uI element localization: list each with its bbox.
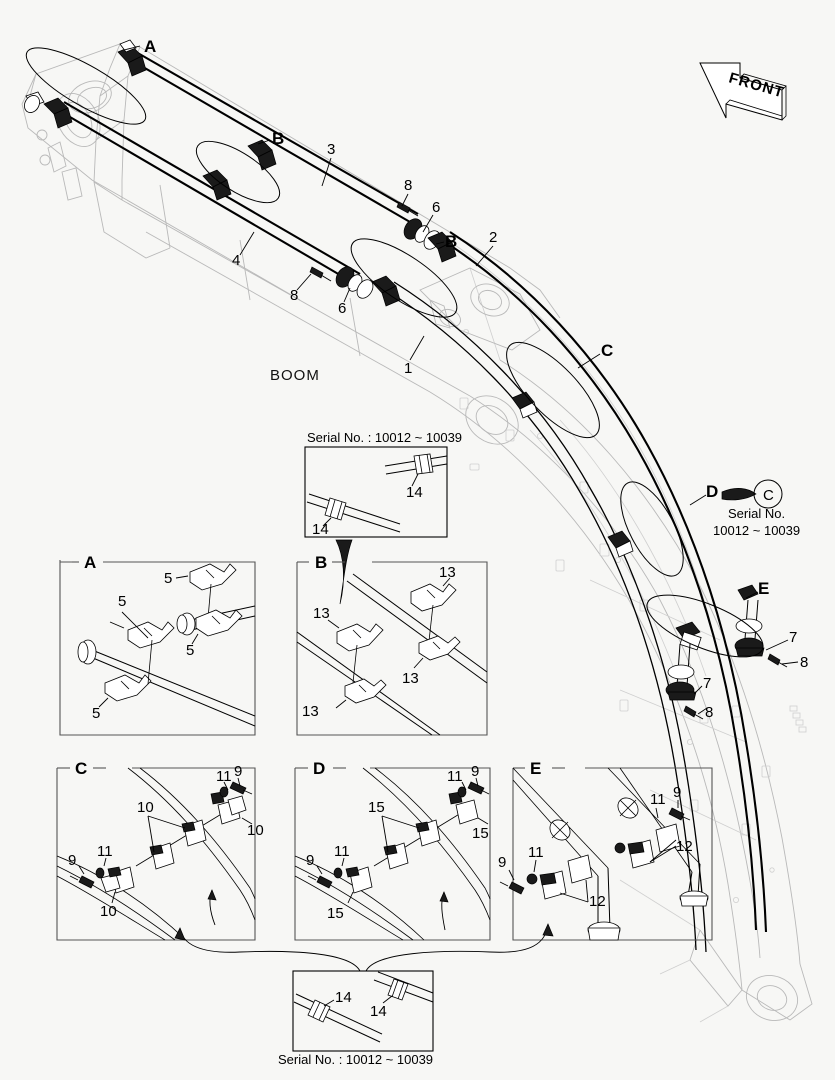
item-number-4: 4 — [232, 252, 240, 269]
callout-label-a: A — [144, 37, 156, 56]
main-callout-labels: A B B C D E — [123, 37, 769, 599]
item-number-7-left: 7 — [703, 675, 711, 692]
main-item-numbers: 3 8 6 2 4 8 6 1 7 8 7 8 — [232, 141, 808, 721]
detail-panel-d-label: D — [313, 759, 325, 778]
detail-b-item-13c: 13 — [313, 605, 330, 622]
serial-callout-line2: 10012 ~ 10039 — [713, 523, 800, 538]
detail-e-item-11a: 11 — [528, 844, 544, 861]
detail-d-item-9a: 9 — [471, 763, 479, 780]
detail-d-item-15b: 15 — [368, 799, 385, 816]
callout-ellipses — [25, 47, 764, 658]
detail-panel-c: C 11 9 10 — [56, 759, 264, 941]
detail-d-item-11b: 11 — [334, 843, 350, 860]
detail-d-item-11a: 11 — [447, 768, 463, 785]
serial-box-top-item-14b: 14 — [312, 521, 329, 538]
serial-box-bottom: 14 14 Serial No. : 10012 ~ 10039 — [278, 970, 434, 1067]
detail-a-item-5d: 5 — [186, 642, 194, 659]
detail-d-item-15c: 15 — [327, 905, 344, 922]
serial-box-top: Serial No. : 10012 ~ 10039 14 14 — [304, 430, 462, 538]
detail-panel-c-label: C — [75, 759, 87, 778]
detail-e-item-9a: 9 — [498, 854, 506, 871]
item-number-8-left: 8 — [705, 704, 713, 721]
item-number-2: 2 — [489, 229, 497, 246]
serial-box-top-pointer — [335, 539, 353, 605]
item-number-8-right: 8 — [800, 654, 808, 671]
detail-c-item-10a: 10 — [247, 822, 264, 839]
detail-c-item-11b: 11 — [97, 843, 113, 860]
serial-callout-line1: Serial No. — [728, 506, 785, 521]
detail-c-item-10b: 10 — [137, 799, 154, 816]
detail-e-item-12a: 12 — [589, 893, 606, 910]
detail-c-item-9a: 9 — [234, 763, 242, 780]
detail-d-item-9b: 9 — [306, 852, 314, 869]
detail-panel-d: D 11 9 15 15 — [294, 759, 491, 941]
detail-c-item-9b: 9 — [68, 852, 76, 869]
callout-label-e: E — [758, 579, 769, 598]
detail-panel-b: B 13 13 13 — [296, 553, 488, 736]
detail-e-item-9b: 9 — [673, 784, 681, 801]
detail-c-item-10c: 10 — [100, 903, 117, 920]
detail-a-item-5c: 5 — [164, 570, 172, 587]
detail-d-item-15a: 15 — [472, 825, 489, 842]
item-number-7-right: 7 — [789, 629, 797, 646]
main-view-clamps — [24, 39, 788, 720]
detail-panel-e: E 11 9 12 — [498, 759, 713, 941]
serial-box-top-caption: Serial No. : 10012 ~ 10039 — [307, 430, 462, 445]
item-number-8-lower: 8 — [290, 287, 298, 304]
serial-box-bottom-item-14a: 14 — [370, 1003, 387, 1020]
item-number-6-upper: 6 — [432, 199, 440, 216]
callout-label-d: D — [706, 482, 718, 501]
serial-box-bottom-caption: Serial No. : 10012 ~ 10039 — [278, 1052, 433, 1067]
callout-label-b1: B — [272, 129, 284, 148]
item-number-6-lower: 6 — [338, 300, 346, 317]
detail-a-item-5b: 5 — [92, 705, 100, 722]
detail-e-item-12b: 12 — [676, 838, 693, 855]
detail-panel-a-label: A — [84, 553, 96, 572]
callout-label-b2: B — [445, 232, 457, 251]
item-number-8-upper: 8 — [404, 177, 412, 194]
serial-box-top-item-14a: 14 — [406, 484, 423, 501]
detail-b-item-13d: 13 — [302, 703, 319, 720]
detail-e-item-11b: 11 — [650, 791, 666, 808]
item-number-3: 3 — [327, 141, 335, 158]
callout-label-c: C — [601, 341, 613, 360]
serial-callout-circle-label: C — [763, 487, 774, 504]
detail-b-item-13b: 13 — [402, 670, 419, 687]
serial-box-bottom-connectors — [174, 923, 554, 972]
serial-callout-right: C Serial No. 10012 ~ 10039 — [713, 479, 800, 538]
detail-panel-e-label: E — [530, 759, 541, 778]
detail-panel-a: A 5 5 5 — [59, 553, 256, 736]
detail-a-item-5a: 5 — [118, 593, 126, 610]
item-number-1: 1 — [404, 360, 412, 377]
hydraulic-hose-lines — [57, 51, 768, 953]
detail-c-item-11a: 11 — [216, 768, 232, 785]
detail-panel-b-label: B — [315, 553, 327, 572]
detail-b-item-13a: 13 — [439, 564, 456, 581]
serial-box-bottom-item-14b: 14 — [335, 989, 352, 1006]
boom-section-label: BOOM — [270, 367, 320, 384]
boom-body-outline — [21, 43, 813, 1023]
